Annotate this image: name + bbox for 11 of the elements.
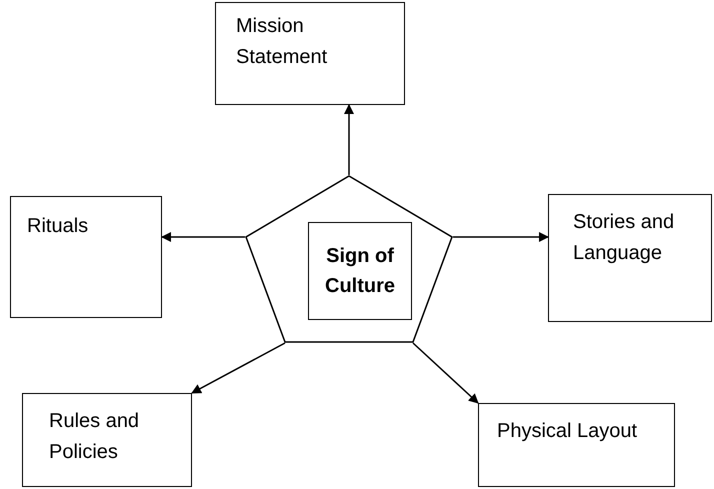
label-box: Stories and Language — [548, 194, 712, 322]
label-box: Rules and Policies — [22, 393, 192, 487]
arrow — [344, 104, 354, 175]
center-box: Sign of Culture — [308, 222, 412, 320]
arrow — [161, 232, 245, 242]
arrow — [412, 342, 479, 404]
arrow — [453, 232, 549, 242]
arrow — [191, 342, 286, 394]
label-box: Mission Statement — [215, 2, 405, 105]
label-box: Physical Layout — [478, 403, 675, 487]
label-box: Rituals — [10, 196, 162, 318]
